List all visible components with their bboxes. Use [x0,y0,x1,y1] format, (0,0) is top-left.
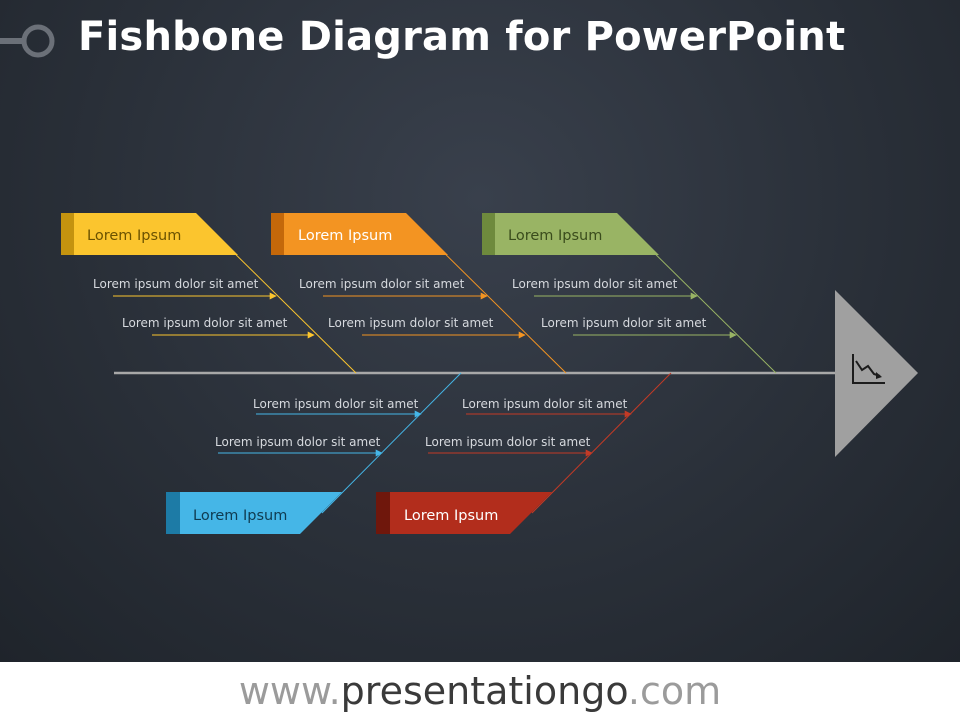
branch-top-3-label: Lorem Ipsum [508,228,602,244]
branch-bottom-2: Lorem Ipsum Lorem ipsum dolor sit amet L… [376,372,672,534]
branch-top-3: Lorem Ipsum Lorem ipsum dolor sit amet L… [482,213,777,374]
footer-url: www.presentationgo.com [0,662,960,720]
hook-icon [0,24,55,58]
branch-bottom-2-label: Lorem Ipsum [404,508,498,524]
branch-bottom-1: Lorem Ipsum Lorem ipsum dolor sit amet L… [166,372,462,534]
branch-top-2: Lorem Ipsum Lorem ipsum dolor sit amet L… [271,213,567,374]
page-title: Fishbone Diagram for PowerPoint [78,14,846,60]
branch-top-1-label: Lorem Ipsum [87,228,181,244]
branch-top-2-cause-2: Lorem ipsum dolor sit amet [328,316,494,330]
footer-brand: presentationgo [340,669,628,713]
branch-top-1-cause-1: Lorem ipsum dolor sit amet [93,277,259,291]
branch-bottom-1-label: Lorem Ipsum [193,508,287,524]
branch-bottom-1-cause-2: Lorem ipsum dolor sit amet [215,435,381,449]
branch-top-2-label: Lorem Ipsum [298,228,392,244]
branch-top-3-cause-1: Lorem ipsum dolor sit amet [512,277,678,291]
fishbone-diagram: Lorem Ipsum Lorem ipsum dolor sit amet L… [61,213,918,534]
branch-bottom-1-cause-1: Lorem ipsum dolor sit amet [253,397,419,411]
branch-bottom-2-cause-1: Lorem ipsum dolor sit amet [462,397,628,411]
footer-prefix: www. [238,669,341,713]
branch-top-2-cause-1: Lorem ipsum dolor sit amet [299,277,465,291]
branch-top-1: Lorem Ipsum Lorem ipsum dolor sit amet L… [61,213,357,374]
slide: Fishbone Diagram for PowerPoint Lorem Ip… [0,0,960,662]
branch-bottom-2-cause-2: Lorem ipsum dolor sit amet [425,435,591,449]
branch-top-3-cause-2: Lorem ipsum dolor sit amet [541,316,707,330]
branch-top-1-cause-2: Lorem ipsum dolor sit amet [122,316,288,330]
declining-line-chart-icon [852,354,885,384]
footer-suffix: .com [627,669,722,713]
